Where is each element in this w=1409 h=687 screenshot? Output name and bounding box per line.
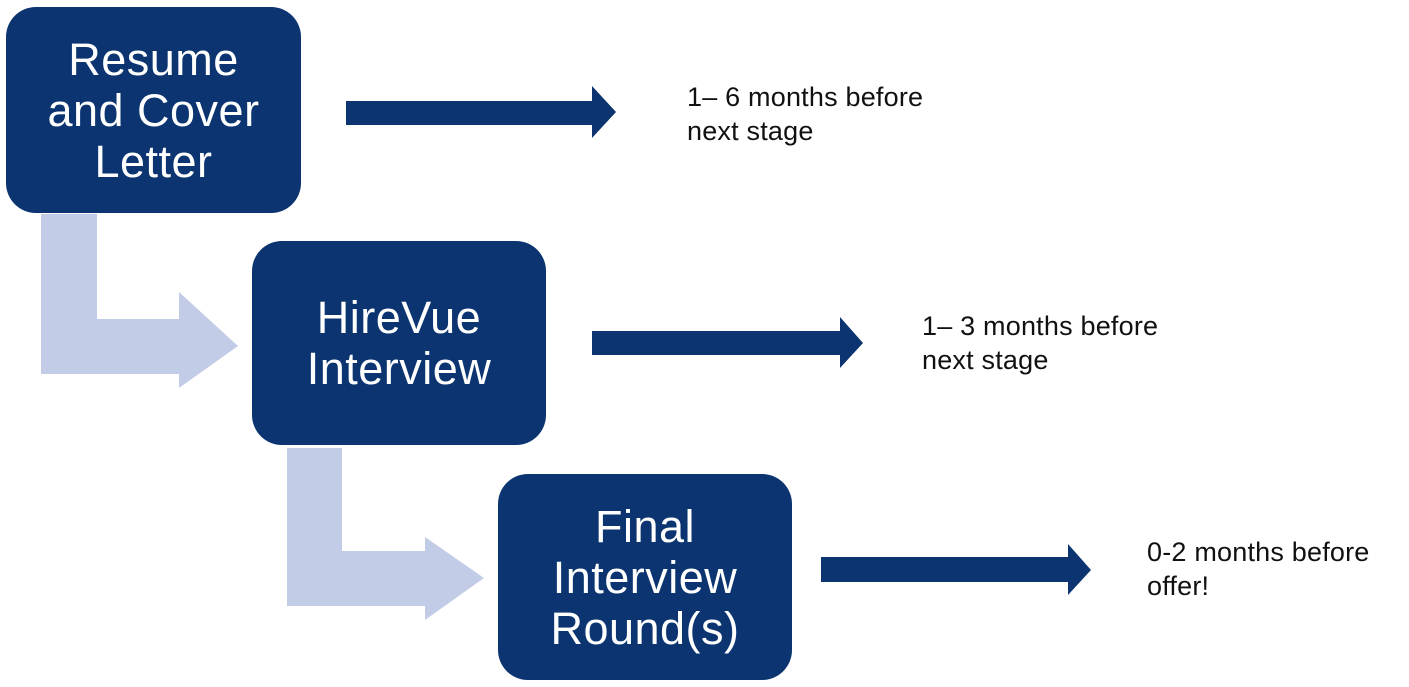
- timing-arrow-stage3: [821, 544, 1091, 595]
- timing-arrow-stage2: [592, 317, 863, 368]
- stage-box-hirevue-interview: HireVue Interview: [252, 241, 546, 445]
- flow-arrow-stage2-to-stage3: [287, 448, 484, 620]
- timing-note-stage1: 1– 6 months before next stage: [687, 82, 924, 146]
- timing-note-stage3: 0-2 months before offer!: [1147, 537, 1370, 601]
- stage-box-resume-cover-letter: Resume and Cover Letter: [6, 7, 301, 213]
- stage-label: Final Interview Round(s): [550, 500, 740, 654]
- stage-label: Resume and Cover Letter: [47, 33, 260, 187]
- timing-arrow-stage1: [346, 86, 616, 138]
- stage-label: HireVue Interview: [306, 292, 492, 394]
- timing-note-stage2: 1– 3 months before next stage: [922, 311, 1159, 375]
- flow-arrow-stage1-to-stage2: [41, 214, 238, 388]
- stage-box-final-interview-rounds: Final Interview Round(s): [498, 474, 792, 680]
